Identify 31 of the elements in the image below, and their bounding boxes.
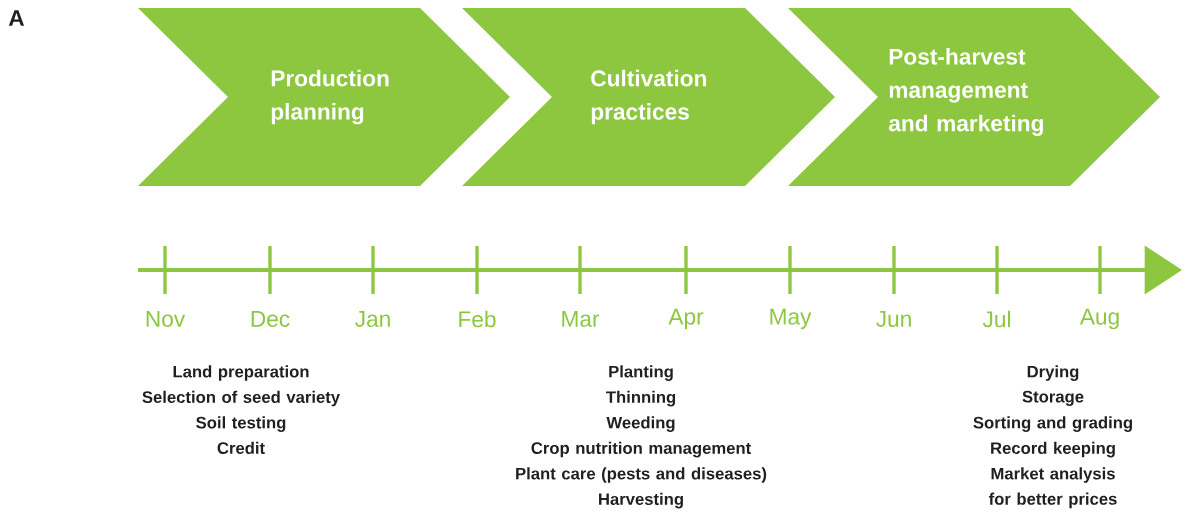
month-label: Jun: [876, 311, 911, 327]
list-item: Selection of seed variety: [142, 390, 340, 407]
list-item: Weeding: [606, 416, 675, 432]
month-label: Nov: [146, 311, 186, 327]
month-label: Mar: [562, 311, 600, 327]
list-item: Drying: [1027, 365, 1079, 381]
node-label: Production planning: [271, 69, 389, 125]
list-item: Record keeping: [991, 441, 1115, 458]
panel-letter: A: [8, 10, 25, 26]
chevron-box: Production planning: [138, 8, 510, 186]
list-item: Sorting and grading: [973, 416, 1132, 432]
list-item: Credit: [217, 441, 265, 454]
node-label: Cultivation practices: [591, 69, 706, 125]
list-item: Land preparation: [173, 365, 309, 381]
chevron-box: Cultivation practices: [462, 8, 835, 186]
list-item: Crop nutrition management: [531, 441, 751, 458]
list-item: Soil testing: [196, 416, 286, 432]
month-label: Aug: [1079, 308, 1119, 330]
list-item: Thinning: [606, 390, 676, 407]
chevron-box: Post-harvest management and marketing: [788, 8, 1160, 186]
month-label: Feb: [459, 310, 496, 328]
list-item: Harvesting: [599, 492, 683, 509]
list-item: Planting: [609, 365, 673, 381]
list-item: Storage: [1022, 390, 1084, 406]
list-item: Plant care (pests and diseases): [516, 467, 767, 483]
month-label: Jan: [355, 311, 390, 327]
list-item: Market analysis for better prices: [988, 467, 1117, 509]
month-label: Apr: [668, 308, 704, 330]
month-label: Jul: [982, 310, 1010, 328]
month-label: Dec: [251, 311, 290, 327]
month-label: May: [770, 308, 812, 330]
